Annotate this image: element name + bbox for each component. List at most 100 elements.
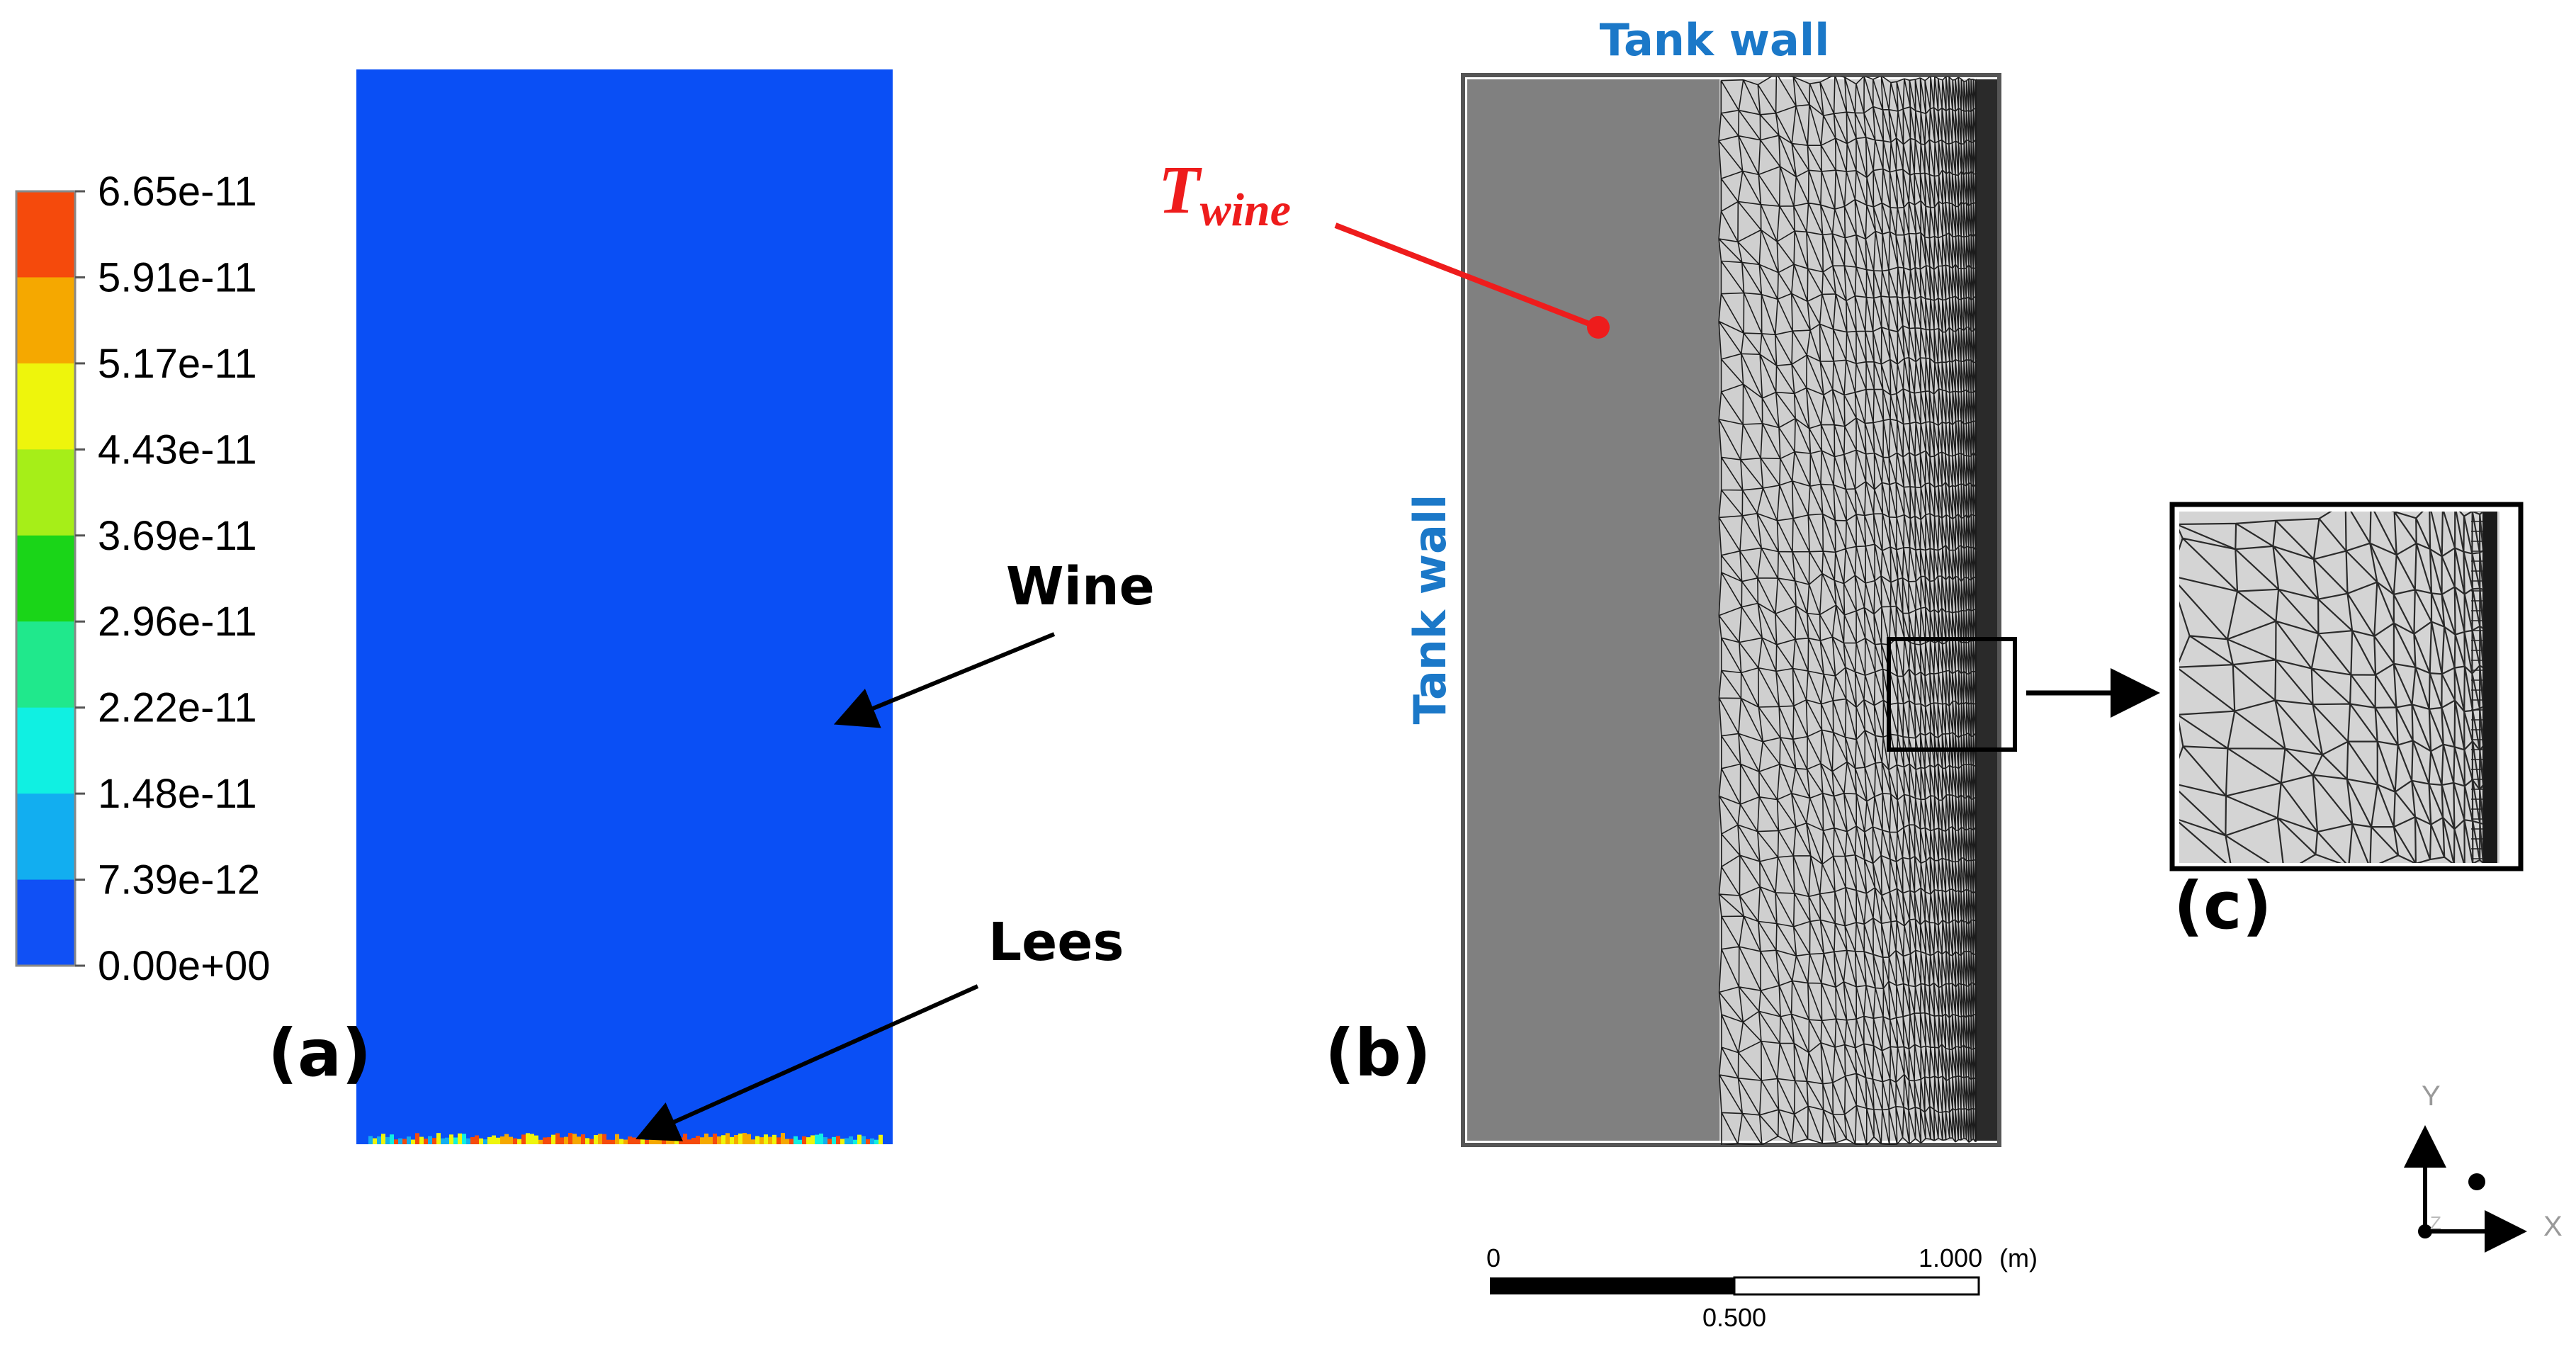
lees-cell xyxy=(623,1139,628,1144)
lees-cell xyxy=(398,1138,402,1144)
temperature-subscript: wine xyxy=(1200,184,1291,236)
tank-wall-top-label: Tank wall xyxy=(1600,14,1830,66)
lees-label: Lees xyxy=(988,912,1124,973)
colorbar-tick-label: 2.96e-11 xyxy=(98,599,257,645)
scale-bar: 0 1.000 (m) 0.500 xyxy=(1486,1243,2038,1332)
lees-cell xyxy=(691,1137,696,1144)
lees-cell xyxy=(657,1136,662,1144)
lees-cell xyxy=(373,1138,377,1144)
lees-cell xyxy=(781,1133,785,1144)
tank-wall-left-label: Tank wall xyxy=(1404,495,1456,725)
lees-cell xyxy=(632,1137,636,1144)
lees-cell xyxy=(407,1136,411,1144)
lees-cell xyxy=(487,1136,492,1144)
colorbar-tick-label: 5.17e-11 xyxy=(98,341,257,387)
colorbar-tick-label: 2.22e-11 xyxy=(98,685,257,731)
lees-cell xyxy=(708,1136,713,1144)
lees-cell xyxy=(789,1139,793,1144)
lees-cell xyxy=(424,1139,428,1144)
panel-a-label: (a) xyxy=(268,1015,371,1091)
colorbar-swatch xyxy=(16,535,75,622)
lees-cell xyxy=(857,1134,862,1144)
panel-c-label: (c) xyxy=(2174,868,2272,944)
lees-cell xyxy=(419,1136,424,1144)
lees-cell xyxy=(500,1136,504,1144)
boundary-layer xyxy=(1977,79,1997,1141)
scale-bar-unit: (m) xyxy=(1999,1243,2038,1272)
zoom-wall xyxy=(2499,512,2515,863)
lees-cell xyxy=(551,1134,555,1144)
lees-cell xyxy=(696,1135,700,1144)
temperature-pointer xyxy=(1334,222,1600,330)
lees-cell xyxy=(530,1134,534,1144)
lees-cell xyxy=(662,1134,666,1144)
lees-cell xyxy=(555,1133,560,1144)
colorbar: 6.65e-115.91e-115.17e-114.43e-113.69e-11… xyxy=(15,169,271,989)
lees-cell xyxy=(377,1136,381,1144)
lees-cell xyxy=(470,1136,475,1144)
lees-cell xyxy=(496,1137,500,1144)
colorbar-swatch xyxy=(16,363,75,450)
mesh-edges xyxy=(1718,77,1977,1145)
lees-cell xyxy=(785,1139,789,1144)
colorbar-tick-label: 3.69e-11 xyxy=(98,513,257,559)
z-axis-dot xyxy=(2468,1173,2485,1190)
fluid-region xyxy=(1467,79,1719,1141)
lees-cell xyxy=(815,1134,819,1144)
lees-cell xyxy=(441,1138,445,1144)
lees-cell xyxy=(445,1137,449,1144)
lees-cell xyxy=(436,1133,441,1144)
lees-cell xyxy=(700,1137,704,1144)
temperature-symbol: T xyxy=(1158,152,1202,227)
temperature-probe-point xyxy=(1587,316,1610,339)
colorbar-tick-label: 5.91e-11 xyxy=(98,254,257,300)
lees-cell xyxy=(755,1136,759,1144)
zoom-mesh-lines xyxy=(2179,512,2485,863)
lees-cell xyxy=(577,1136,581,1144)
colorbar-swatch xyxy=(16,707,75,794)
lees-cell xyxy=(428,1136,432,1144)
lees-cell xyxy=(704,1133,708,1144)
lees-cell xyxy=(645,1139,649,1144)
lees-cell xyxy=(504,1134,509,1144)
lees-cell xyxy=(534,1135,538,1144)
lees-arrow xyxy=(635,984,979,1141)
lees-cell xyxy=(751,1139,755,1144)
colorbar-swatch xyxy=(16,879,75,966)
wine-label: Wine xyxy=(1006,556,1155,617)
lees-cell xyxy=(793,1136,798,1144)
lees-cell xyxy=(394,1139,398,1144)
lees-cell xyxy=(653,1139,657,1144)
axes-origin xyxy=(2418,1224,2432,1238)
lees-cell xyxy=(572,1134,577,1144)
lees-cell xyxy=(759,1137,764,1144)
lees-cell xyxy=(679,1137,683,1144)
lees-cell xyxy=(849,1136,853,1144)
lees-cell xyxy=(862,1136,866,1144)
colorbar-frame xyxy=(15,190,77,967)
lees-cell xyxy=(840,1139,844,1144)
x-axis-label: X xyxy=(2543,1211,2563,1242)
colorbar-tick-label: 1.48e-11 xyxy=(98,771,257,817)
lees-cell xyxy=(738,1133,742,1144)
lees-cell xyxy=(432,1138,436,1144)
lees-cell xyxy=(674,1135,679,1144)
mesh-lines xyxy=(1718,77,1977,1145)
scale-bar-filled xyxy=(1490,1277,1734,1294)
zoom-mesh-edges xyxy=(2179,512,2485,863)
lees-cell xyxy=(381,1134,385,1144)
lees-cell xyxy=(776,1137,781,1144)
lees-cell xyxy=(585,1138,589,1144)
colorbar-tick-label: 4.43e-11 xyxy=(98,427,257,473)
lees-cell xyxy=(798,1139,802,1144)
panel-a: 6.65e-115.91e-115.17e-114.43e-113.69e-11… xyxy=(15,69,1155,1144)
lees-cell xyxy=(870,1138,874,1144)
lees-cell xyxy=(458,1133,462,1144)
colorbar-tick-label: 7.39e-12 xyxy=(98,857,260,903)
lees-cell xyxy=(640,1139,645,1144)
scale-bar-end: 1.000 xyxy=(1919,1243,1982,1272)
lees-cell xyxy=(687,1139,691,1144)
scale-bar-mid: 0.500 xyxy=(1702,1303,1766,1332)
lees-cell xyxy=(725,1133,730,1144)
